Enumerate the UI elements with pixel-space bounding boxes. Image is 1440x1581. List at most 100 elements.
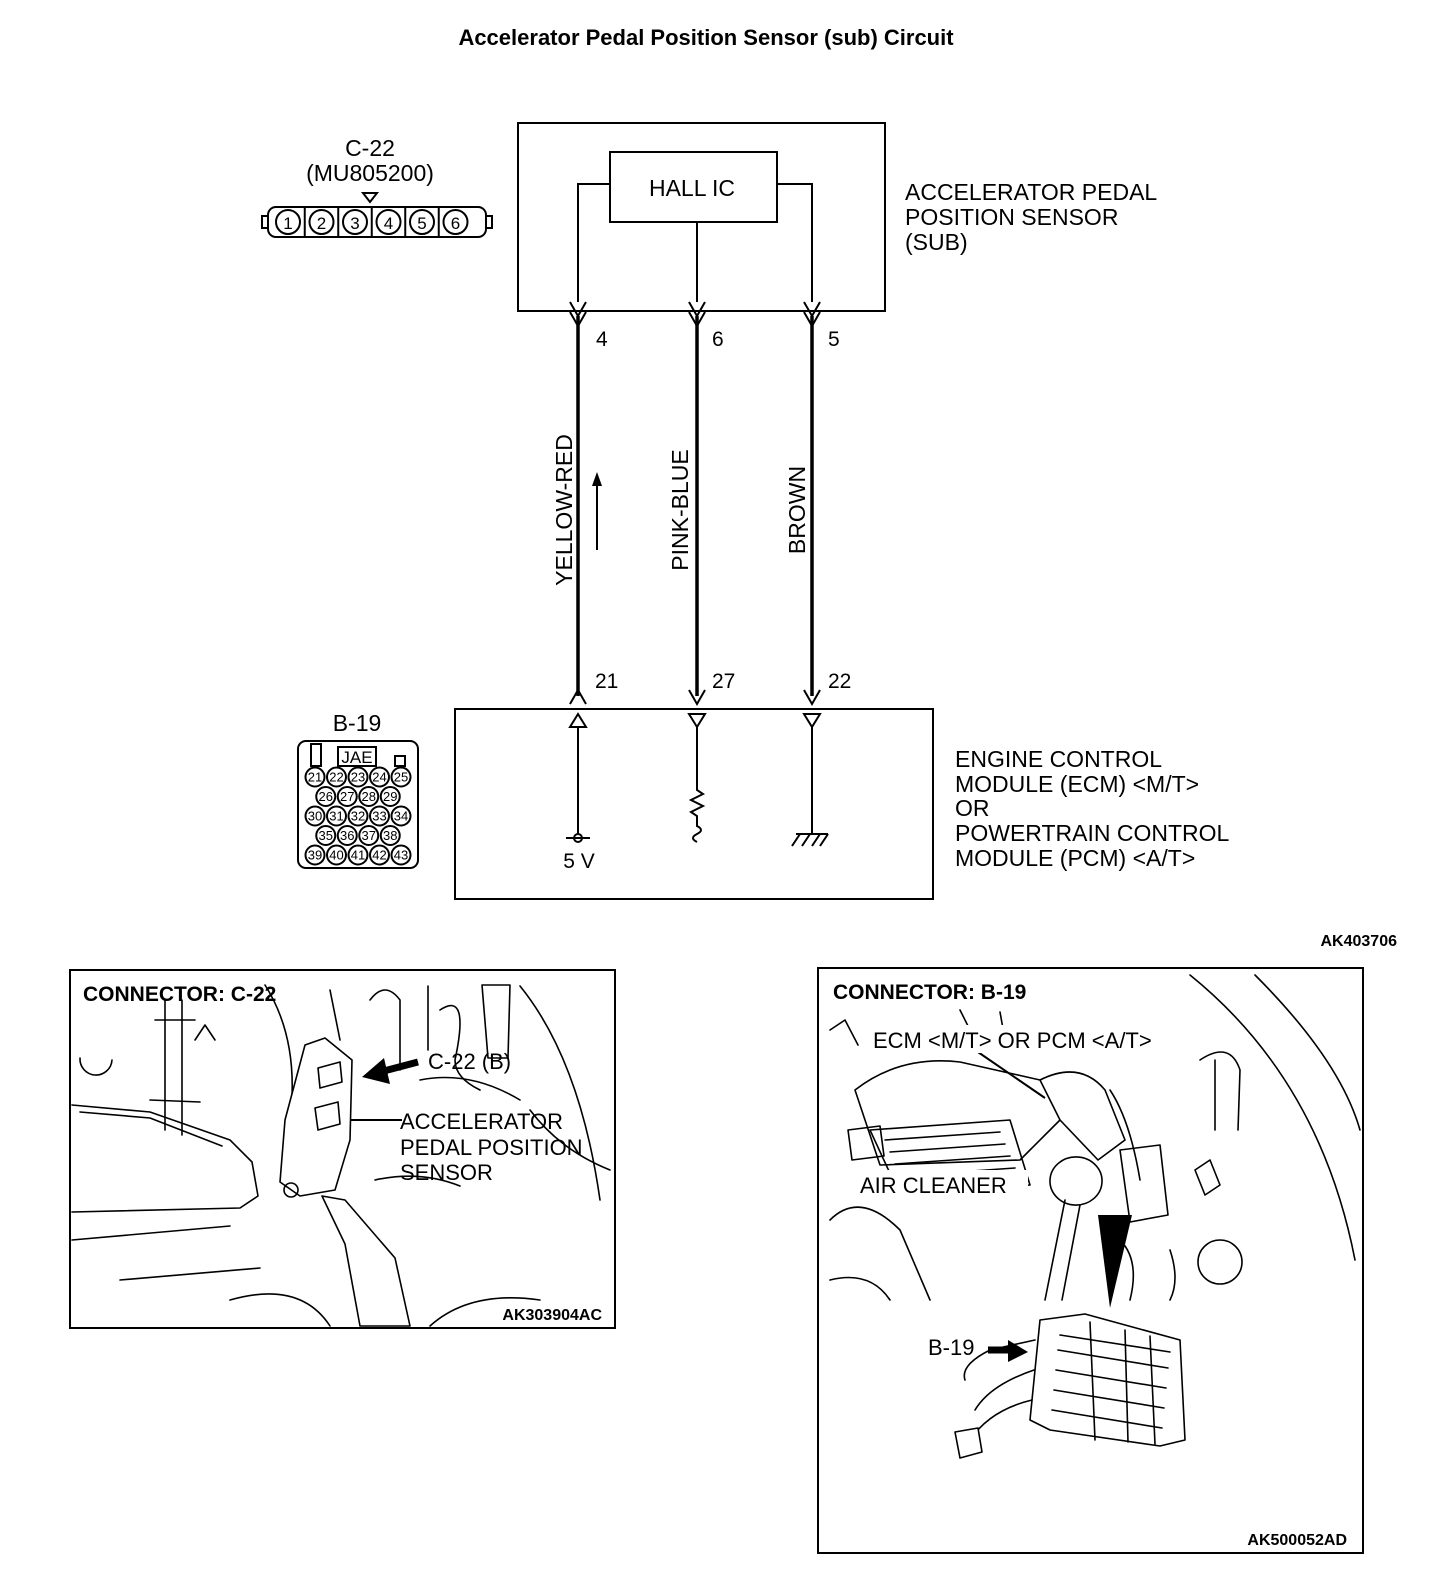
connector-c22-housing	[267, 206, 487, 238]
connector-c22-pin: 6	[437, 208, 469, 236]
connector-b19-pin-label: 23	[351, 770, 365, 785]
connector-b19-pin: 30	[304, 805, 326, 827]
sensor-label-line-1: ACCELERATOR PEDAL	[905, 179, 1157, 205]
ecm-label-line-4: POWERTRAIN CONTROL	[955, 820, 1230, 846]
connector-b19-location-panel: CONNECTOR: B-19 ECM <M/T> OR PCM <A/T> A…	[817, 967, 1364, 1554]
connector-b19-pin: 42	[369, 844, 390, 866]
connector-b19-pin-label: 25	[394, 770, 408, 785]
connector-b19-pin: 24	[369, 766, 390, 788]
connector-b19-pin: 33	[369, 805, 390, 827]
connector-b19-pin-label: 35	[319, 828, 333, 843]
connector-b19-pin: 39	[304, 844, 326, 866]
ecm-label-line-2: MODULE (ECM) <M/T>	[955, 771, 1199, 797]
connector-b19-pin-label: 29	[383, 789, 397, 804]
connector-b19-pin: 38	[379, 825, 401, 846]
connector-c22-pin-label: 3	[350, 214, 359, 233]
connector-b19-pin-label: 22	[329, 770, 343, 785]
ecm-pin-22: 22	[828, 670, 851, 693]
connector-c22-pin-label: 5	[417, 214, 426, 233]
connector-b19-pin-label: 33	[372, 809, 386, 824]
sensor-pin-6: 6	[712, 328, 724, 351]
sensor-box	[517, 122, 886, 312]
connector-b19-brand-box	[337, 746, 377, 767]
sensor-pin-5: 5	[828, 328, 840, 351]
connector-b19-pin-label: 28	[362, 789, 376, 804]
connector-b19-pin-label: 41	[351, 848, 365, 863]
wire-color-yellow-red: YELLOW-RED	[551, 434, 577, 586]
connector-b19-pin-label: 42	[372, 848, 386, 863]
panel-b19-connector-callout: B-19	[928, 1335, 974, 1360]
hall-ic-label: HALL IC	[649, 175, 735, 201]
connector-c22-pin: 1	[275, 209, 301, 235]
connector-b19-pin: 25	[390, 766, 412, 788]
panel-b19-frame	[817, 967, 1364, 1554]
sensor-label-line-3: (SUB)	[905, 229, 968, 255]
b19-callout-arrow-icon	[988, 1340, 1028, 1362]
ecm-terminal-21-icon	[569, 687, 587, 705]
connector-b19-pin: 29	[379, 786, 401, 807]
connector-c22-part-number: (MU805200)	[306, 160, 434, 186]
connector-c22-location-panel: CONNECTOR: C-22 C-22 (B) ACCELERATOR PED…	[69, 969, 616, 1329]
current-flow-arrow-icon	[592, 472, 602, 550]
wire-color-brown: BROWN	[784, 466, 810, 554]
panel-c22-callout: C-22 (B)	[428, 1049, 511, 1074]
connector-b19-pin: 43	[390, 844, 412, 866]
connector-b19-pin: 21	[304, 766, 326, 788]
ecm-label-line-3: OR	[955, 795, 990, 821]
panel-c22-header: CONNECTOR: C-22	[83, 983, 276, 1006]
connector-b19-pin: 37	[358, 825, 380, 846]
connector-b19-pin-label: 31	[329, 809, 343, 824]
connector-c22-pin: 4	[370, 208, 402, 236]
ecm-input-22-icon	[802, 713, 822, 729]
wire-color-pink-blue: PINK-BLUE	[667, 449, 693, 570]
hall-ic-lead-left	[577, 183, 610, 302]
connector-b19-pin-label: 38	[383, 828, 397, 843]
panel-c22-part-line-2: PEDAL POSITION	[400, 1135, 583, 1160]
sensor-pin-4: 4	[596, 328, 608, 351]
connector-c22-id: C-22	[345, 135, 395, 161]
diagram-title: Accelerator Pedal Position Sensor (sub) …	[458, 25, 954, 50]
connector-b19-pin-label: 40	[329, 848, 343, 863]
ecm-leader-line	[974, 1049, 1046, 1099]
hall-ic-box	[609, 151, 778, 223]
connector-b19-pin: 41	[347, 844, 369, 866]
hall-ic-lead-right	[777, 183, 813, 302]
ecm-pin-27: 27	[712, 670, 735, 693]
diagram-code: AK403706	[1321, 933, 1398, 950]
connector-b19-pin-label: 21	[308, 770, 322, 785]
sensor-label-line-2: POSITION SENSOR	[905, 204, 1118, 230]
connector-b19-brand: JAE	[341, 748, 372, 767]
connector-b19-pin-label: 27	[340, 789, 354, 804]
panel-b19-air-cleaner: AIR CLEANER	[860, 1173, 1007, 1198]
ecm-5v-label: 5 V	[563, 850, 595, 873]
panel-b19-ecm-callout: ECM <M/T> OR PCM <A/T>	[873, 1028, 1152, 1053]
connector-b19-pin-label: 39	[308, 848, 322, 863]
panel-b19-code: AK500052AD	[1247, 1532, 1347, 1549]
connector-b19-pin-label: 24	[372, 770, 386, 785]
ecm-box	[454, 708, 934, 900]
connector-b19-pin-label: 32	[351, 809, 365, 824]
connector-b19-pin: 40	[326, 844, 347, 866]
connector-c22-pin-label: 6	[451, 214, 460, 233]
pedal-assembly-sketch	[71, 984, 611, 1327]
panel-c22-code: AK303904AC	[502, 1307, 602, 1324]
connector-b19-pin-label: 36	[340, 828, 354, 843]
connector-b19-pin: 22	[326, 766, 347, 788]
connector-c22-pin: 2	[303, 208, 335, 236]
connector-b19-pin: 28	[358, 786, 380, 807]
connector-b19-pin-label: 43	[394, 848, 408, 863]
callout-arrow-icon	[362, 1058, 419, 1084]
ground-icon	[791, 833, 829, 847]
connector-c22-pin: 3	[337, 208, 368, 236]
ecm-terminal-22-icon	[803, 689, 821, 707]
connector-c22-key-icon	[360, 192, 380, 204]
connector-b19-pin-label: 34	[394, 809, 408, 824]
ecm-resistor-icon	[688, 727, 706, 843]
connector-b19-housing	[297, 740, 419, 869]
connector-b19-id: B-19	[333, 710, 382, 736]
ecm-pin-21: 21	[595, 670, 618, 693]
